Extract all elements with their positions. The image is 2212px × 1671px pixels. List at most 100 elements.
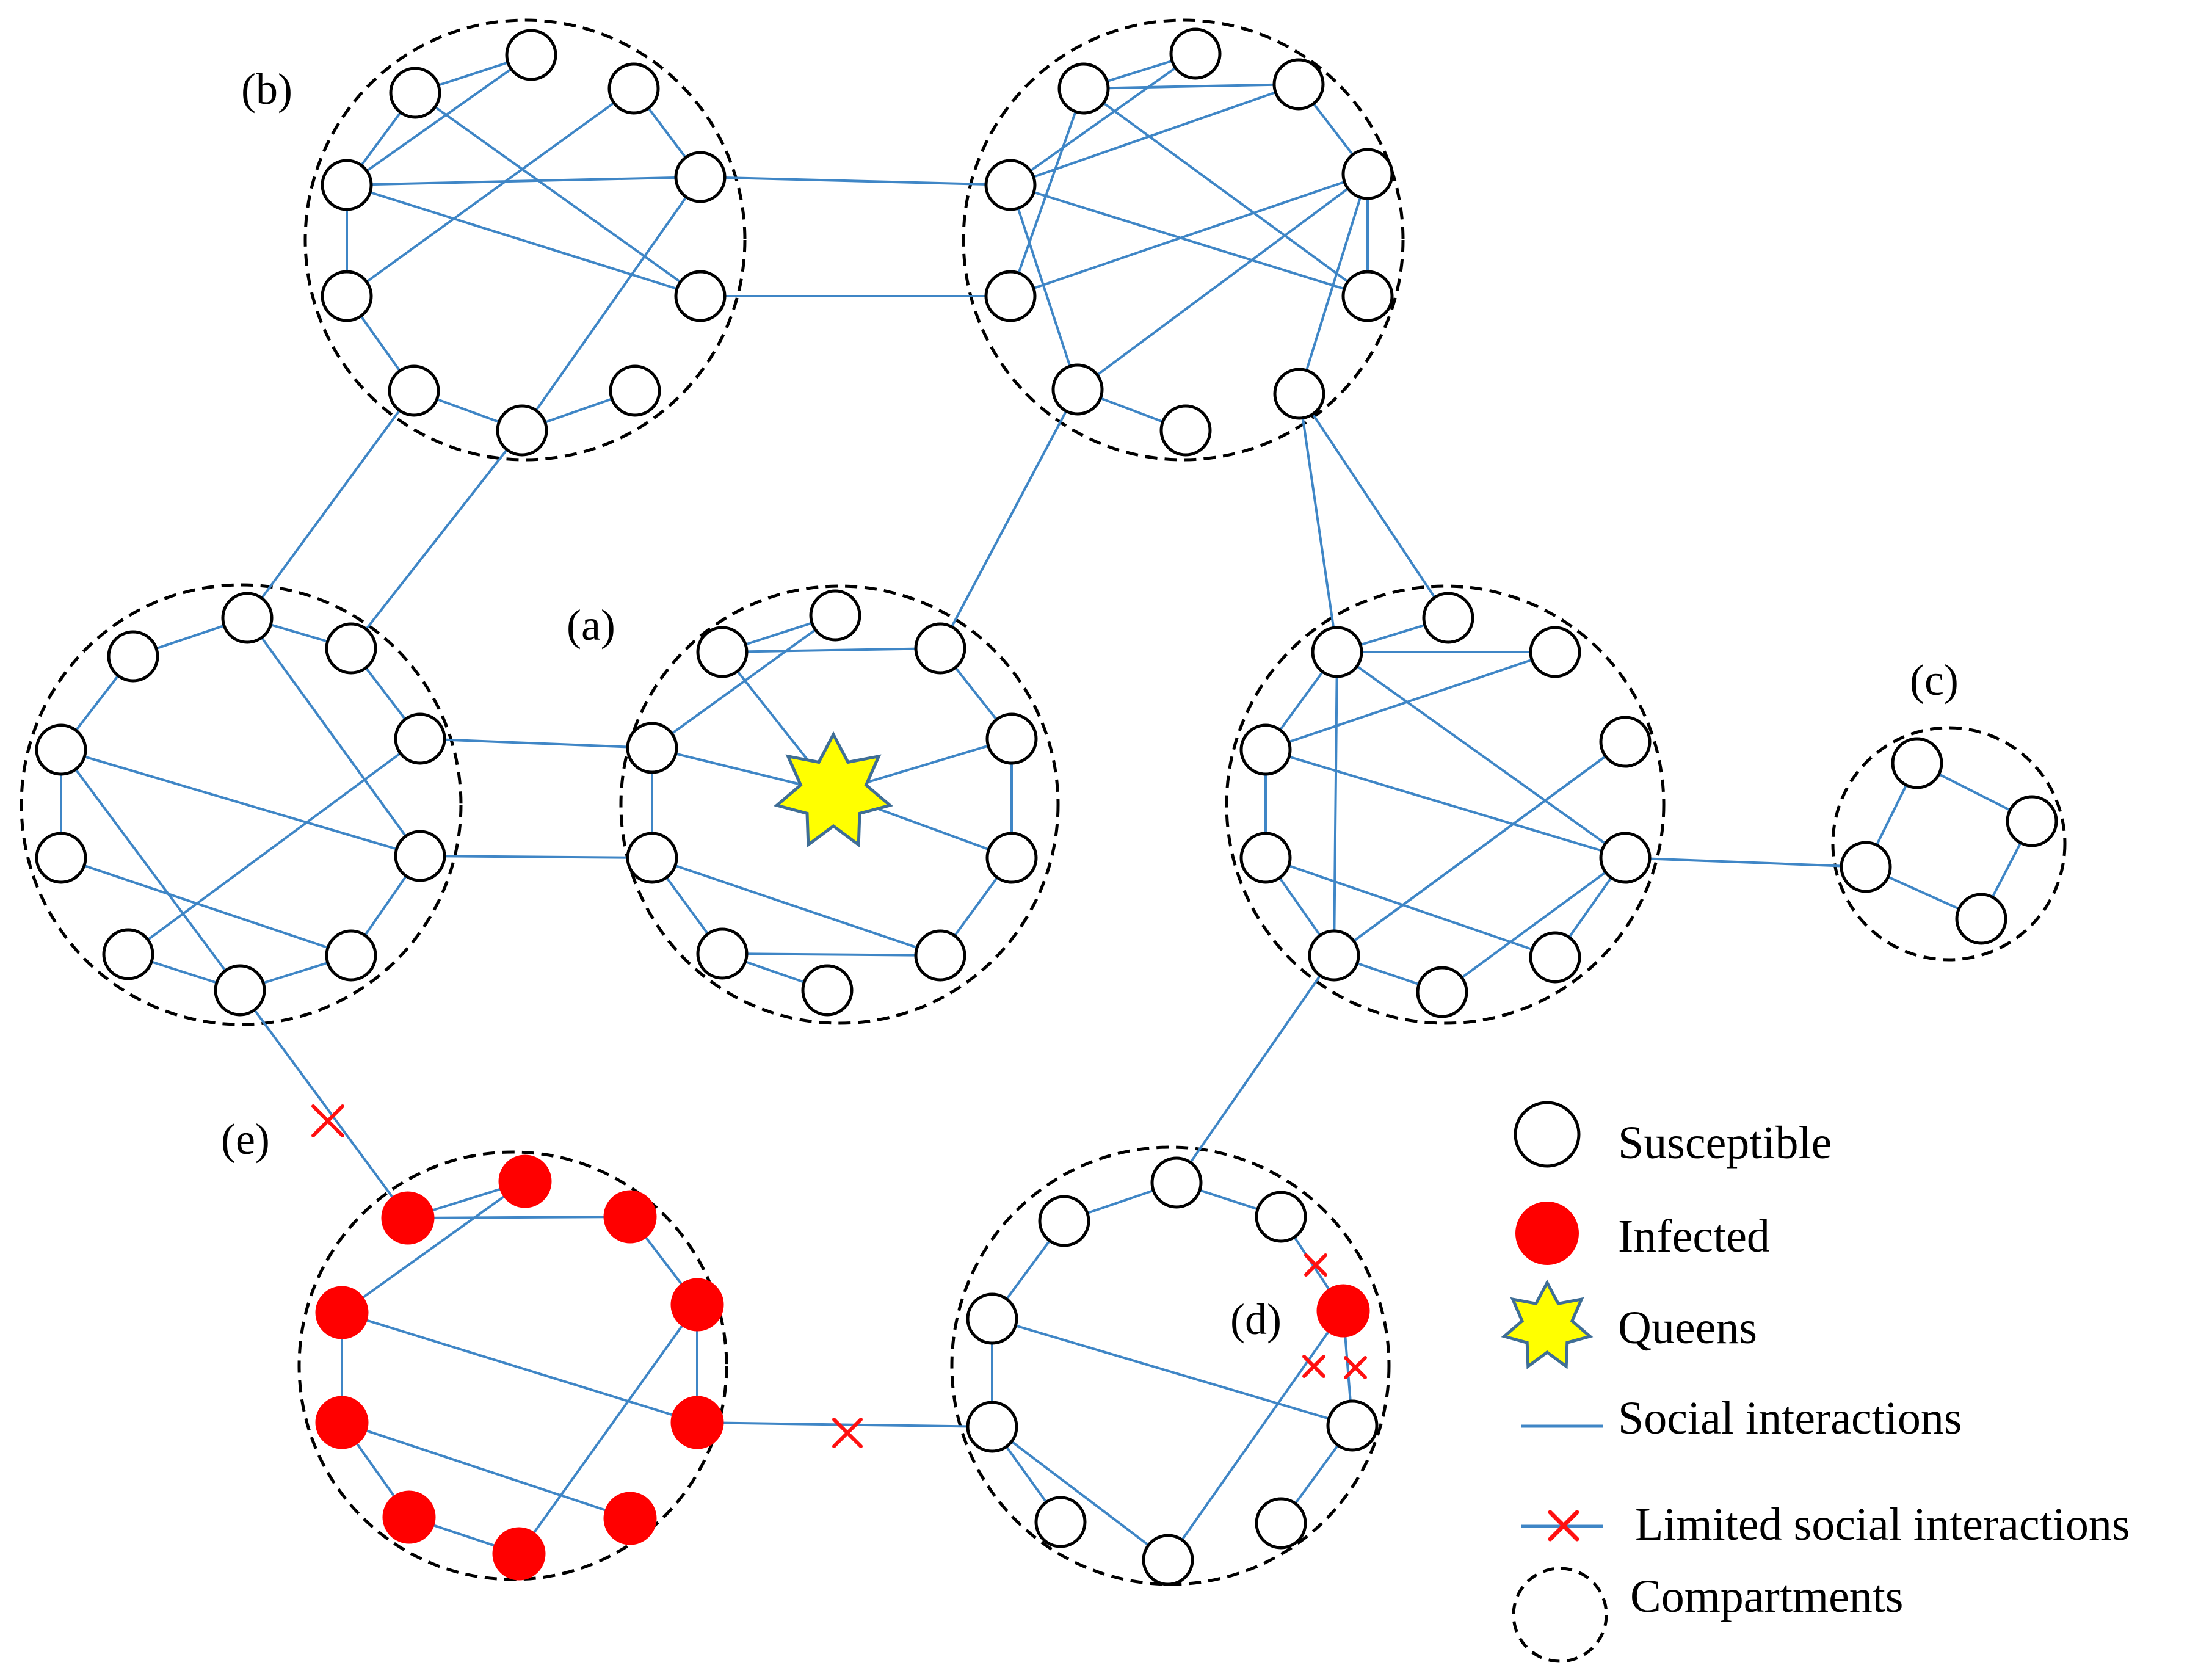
limited-interaction-mark (311, 1104, 344, 1137)
legend-queen-icon (1501, 1279, 1594, 1369)
interaction-edge (1076, 173, 1369, 391)
susceptible-node (626, 722, 678, 774)
interaction-edge (722, 952, 941, 957)
infected-node (603, 1492, 657, 1545)
interaction-edge (60, 749, 241, 991)
susceptible-node (801, 964, 854, 1017)
susceptible-node (1311, 626, 1363, 678)
infected-node (381, 1191, 435, 1245)
susceptible-node (325, 622, 377, 675)
legend-compartment-icon (1512, 1567, 1608, 1663)
interaction-edge (60, 857, 352, 957)
susceptible-node (984, 270, 1037, 322)
legend-infected-icon (1515, 1202, 1579, 1265)
susceptible-node (1599, 832, 1652, 884)
susceptible-node (696, 626, 749, 678)
susceptible-node (107, 630, 159, 683)
interaction-edge (722, 647, 941, 653)
susceptible-node (1891, 737, 1943, 789)
susceptible-node (1239, 723, 1292, 776)
susceptible-node (1150, 1156, 1203, 1209)
susceptible-node (1255, 1191, 1307, 1243)
label-a: (a) (567, 601, 615, 650)
interaction-edge (1083, 83, 1299, 90)
limited-interaction-mark (1344, 1356, 1367, 1379)
interaction-edge (127, 738, 421, 955)
interaction-edge (419, 738, 653, 749)
interaction-edge (1298, 393, 1338, 653)
susceptible-node (914, 929, 966, 982)
susceptible-node (2006, 795, 2058, 847)
compartment-g (20, 583, 463, 1026)
interaction-edge (341, 1180, 526, 1314)
interaction-edge (346, 54, 532, 186)
susceptible-node (321, 159, 373, 211)
susceptible-node (1255, 1497, 1307, 1550)
interaction-edge (1265, 651, 1556, 751)
susceptible-node (1308, 929, 1360, 982)
legend-infected-label: Infected (1618, 1211, 1770, 1262)
legend-compartments-label: Compartments (1630, 1571, 1904, 1622)
infected-node (382, 1490, 436, 1544)
interaction-edge (1009, 184, 1079, 390)
susceptible-node (1038, 1195, 1090, 1247)
susceptible-node (985, 712, 1038, 765)
susceptible-node (1057, 62, 1110, 115)
susceptible-node (984, 159, 1037, 211)
interaction-edge (1333, 741, 1626, 957)
susceptible-node (1840, 841, 1892, 893)
interaction-edge (1265, 749, 1626, 859)
interaction-edge (246, 390, 415, 619)
susceptible-node (1529, 626, 1581, 678)
infected-node (315, 1396, 369, 1449)
queen-node (774, 731, 893, 848)
susceptible-node (914, 622, 966, 675)
susceptible-node (102, 928, 154, 980)
limited-interaction-mark (1304, 1253, 1327, 1277)
interaction-edge (246, 617, 421, 857)
interaction-edge (341, 1311, 698, 1424)
compartment-h (1225, 584, 1666, 1025)
interaction-edge (1009, 88, 1085, 297)
interaction-edge (346, 87, 635, 297)
interaction-edge (1010, 83, 1299, 186)
interaction-edge (1010, 184, 1368, 297)
compartment-a (619, 584, 1060, 1025)
interaction-edge (700, 176, 1011, 186)
susceptible-node (966, 1292, 1018, 1345)
susceptible-node (1272, 58, 1325, 111)
legend-susceptible-icon (1514, 1101, 1581, 1168)
susceptible-node (35, 832, 87, 884)
susceptible-node (394, 712, 446, 765)
susceptible-node (505, 29, 557, 81)
interaction-edge (341, 1421, 631, 1520)
susceptible-node (626, 832, 678, 884)
compartment-b (303, 18, 747, 462)
infected-node (492, 1527, 546, 1581)
legend-limited-label: Limited social interactions (1635, 1499, 2130, 1550)
susceptible-node (966, 1401, 1018, 1453)
interaction-edge (651, 857, 941, 957)
infected-node (603, 1190, 657, 1244)
limited-interaction-marks-layer (311, 1104, 1367, 1448)
interaction-edge (651, 614, 836, 749)
susceptible-node (674, 151, 727, 203)
interaction-edge (346, 184, 701, 297)
limited-interaction-mark (1302, 1355, 1325, 1378)
susceptible-node (394, 830, 446, 882)
susceptible-node (1034, 1496, 1087, 1548)
interaction-edge (239, 989, 409, 1219)
susceptible-node (1416, 966, 1468, 1018)
label-b: (b) (241, 65, 292, 114)
susceptible-node (607, 62, 660, 115)
susceptible-node (325, 929, 377, 982)
interaction-edge (1298, 173, 1369, 394)
interaction-edge (1265, 857, 1556, 959)
susceptible-node (1529, 931, 1581, 984)
susceptible-node (609, 364, 661, 417)
susceptible-node (389, 67, 441, 119)
susceptible-node (674, 270, 727, 322)
individuals-layer (35, 27, 2058, 1586)
interaction-edge (939, 389, 1079, 649)
label-c: (c) (1910, 656, 1959, 705)
